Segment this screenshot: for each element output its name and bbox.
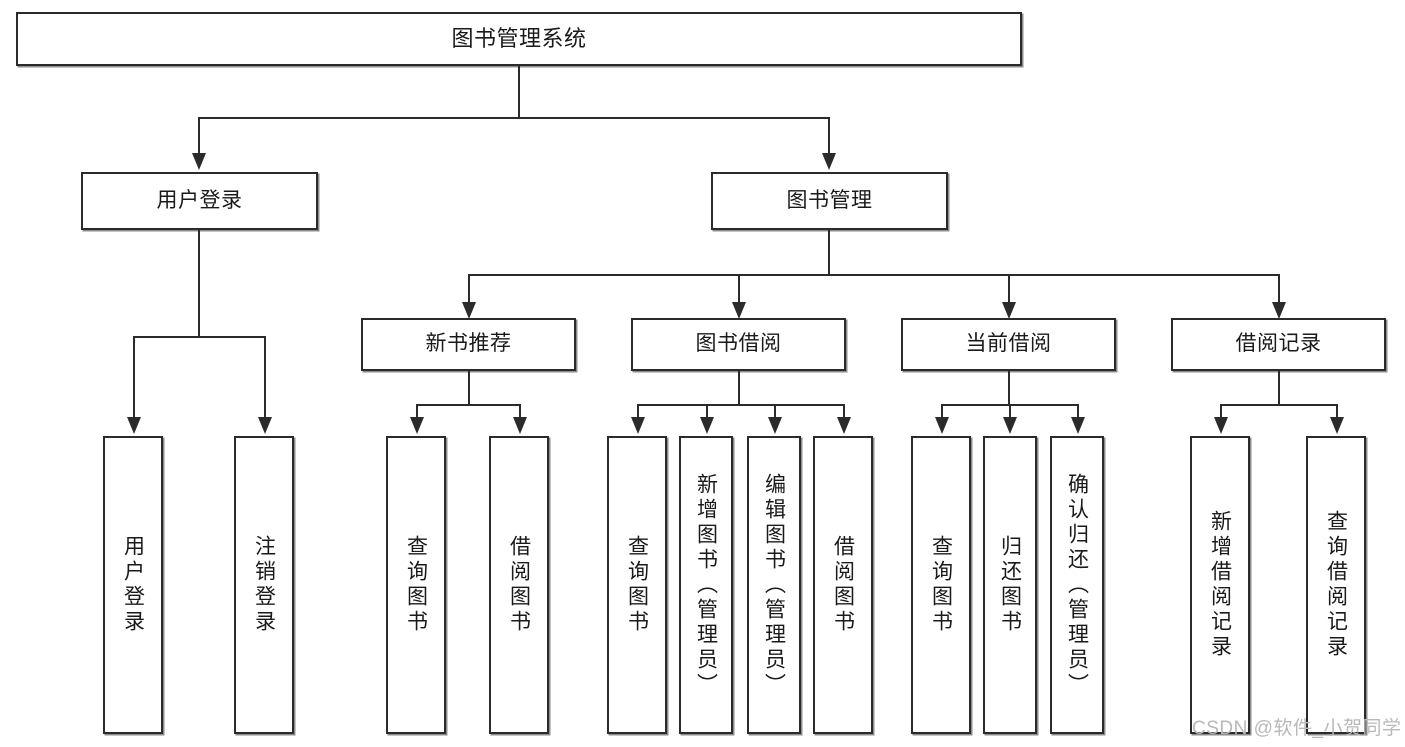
connector-new-book-drop-1 xyxy=(416,404,418,419)
connector-book-manage-bus xyxy=(468,274,1280,276)
connector-root-bus xyxy=(198,117,830,119)
node-borrow-record[interactable]: 借阅记录 xyxy=(1171,318,1386,371)
connector-borrow-record-stem xyxy=(1278,371,1280,405)
node-label: 确认归还（管理员） xyxy=(1065,472,1089,698)
node-label: 查询借阅记录 xyxy=(1324,510,1348,660)
connector-user-login-bus xyxy=(133,336,265,338)
node-label: 查询图书 xyxy=(929,535,953,635)
arrowhead-leaf-current-borrow-0 xyxy=(935,417,949,434)
node-label: 当前借阅 xyxy=(965,332,1052,356)
node-new-book-recommend[interactable]: 新书推荐 xyxy=(361,318,576,371)
arrowhead-to-book-borrow xyxy=(732,302,746,319)
node-label: 归还图书 xyxy=(998,535,1022,635)
node-label: 图书管理系统 xyxy=(451,26,587,52)
leaf-user-login-login[interactable]: 用户登录 xyxy=(103,436,163,734)
leaf-current-borrow-query[interactable]: 查询图书 xyxy=(911,436,971,734)
node-book-management[interactable]: 图书管理 xyxy=(711,172,948,230)
node-label: 借阅图书 xyxy=(507,535,531,635)
connector-book-manage-drop-1 xyxy=(468,274,470,304)
connector-borrow-record-drop-1 xyxy=(1220,404,1222,419)
leaf-new-book-borrow[interactable]: 借阅图书 xyxy=(489,436,549,734)
connector-book-manage-drop-2 xyxy=(738,274,740,304)
connector-book-borrow-bus xyxy=(637,404,845,406)
node-label: 查询图书 xyxy=(625,535,649,635)
connector-user-login-drop-1 xyxy=(133,336,135,419)
connector-book-borrow-drop-2 xyxy=(706,404,708,419)
arrowhead-leaf-borrow-record-1 xyxy=(1330,417,1344,434)
connector-book-borrow-drop-1 xyxy=(637,404,639,419)
arrowhead-leaf-book-borrow-1 xyxy=(700,417,714,434)
arrowhead-leaf-current-borrow-1 xyxy=(1003,417,1017,434)
leaf-borrow-record-query[interactable]: 查询借阅记录 xyxy=(1306,436,1366,734)
arrowhead-leaf-user-login-0 xyxy=(127,417,141,434)
connector-book-borrow-stem xyxy=(738,371,740,405)
arrowhead-leaf-book-borrow-0 xyxy=(631,417,645,434)
node-label: 用户登录 xyxy=(121,535,145,635)
connector-book-borrow-drop-3 xyxy=(774,404,776,419)
arrowhead-leaf-borrow-record-0 xyxy=(1214,417,1228,434)
connector-new-book-bus xyxy=(416,404,521,406)
connector-current-borrow-drop-1 xyxy=(941,404,943,419)
leaf-user-login-logout[interactable]: 注销登录 xyxy=(234,436,294,734)
connector-user-login-stem xyxy=(198,230,200,337)
leaf-book-borrow-query[interactable]: 查询图书 xyxy=(607,436,667,734)
node-label: 用户登录 xyxy=(156,188,243,212)
node-label: 借阅记录 xyxy=(1235,332,1322,356)
arrowhead-to-borrow-record xyxy=(1272,302,1286,319)
leaf-book-borrow-edit[interactable]: 编辑图书（管理员） xyxy=(747,436,801,734)
leaf-current-borrow-confirm[interactable]: 确认归还（管理员） xyxy=(1050,436,1104,734)
connector-borrow-record-bus xyxy=(1220,404,1338,406)
connector-current-borrow-stem xyxy=(1008,371,1010,405)
node-label: 图书借阅 xyxy=(695,332,782,356)
arrowhead-leaf-new-book-0 xyxy=(410,417,424,434)
node-root-system[interactable]: 图书管理系统 xyxy=(16,12,1022,66)
node-label: 编辑图书（管理员） xyxy=(762,472,786,698)
connector-book-manage-drop-4 xyxy=(1278,274,1280,304)
node-label: 查询图书 xyxy=(404,535,428,635)
node-current-borrow[interactable]: 当前借阅 xyxy=(901,318,1116,371)
node-label: 注销登录 xyxy=(252,535,276,635)
leaf-book-borrow-add[interactable]: 新增图书（管理员） xyxy=(679,436,733,734)
connector-new-book-drop-2 xyxy=(519,404,521,419)
connector-root-drop-1 xyxy=(198,117,200,155)
connector-root-stem xyxy=(518,66,520,118)
arrowhead-leaf-book-borrow-2 xyxy=(768,417,782,434)
node-user-login[interactable]: 用户登录 xyxy=(81,172,318,230)
connector-user-login-drop-2 xyxy=(264,336,266,419)
arrowhead-to-user-login xyxy=(192,153,206,170)
connector-new-book-stem xyxy=(468,371,470,405)
connector-book-borrow-drop-4 xyxy=(843,404,845,419)
node-label: 新增图书（管理员） xyxy=(694,472,718,698)
arrowhead-leaf-book-borrow-3 xyxy=(837,417,851,434)
node-label: 新增借阅记录 xyxy=(1208,510,1232,660)
arrowhead-to-book-manage xyxy=(822,153,836,170)
connector-book-manage-stem xyxy=(828,230,830,275)
node-label: 借阅图书 xyxy=(831,535,855,635)
connector-current-borrow-drop-3 xyxy=(1077,404,1079,419)
arrowhead-leaf-new-book-1 xyxy=(513,417,527,434)
node-book-borrow[interactable]: 图书借阅 xyxy=(631,318,846,371)
arrowhead-leaf-user-login-1 xyxy=(258,417,272,434)
leaf-new-book-query[interactable]: 查询图书 xyxy=(386,436,446,734)
node-label: 图书管理 xyxy=(786,188,873,212)
node-label: 新书推荐 xyxy=(425,332,512,356)
connector-root-drop-2 xyxy=(828,117,830,155)
arrowhead-leaf-current-borrow-2 xyxy=(1071,417,1085,434)
leaf-book-borrow-borrow[interactable]: 借阅图书 xyxy=(813,436,873,734)
connector-book-manage-drop-3 xyxy=(1008,274,1010,304)
leaf-current-borrow-return[interactable]: 归还图书 xyxy=(983,436,1037,734)
arrowhead-to-current-borrow xyxy=(1002,302,1016,319)
connector-borrow-record-drop-2 xyxy=(1336,404,1338,419)
connector-current-borrow-drop-2 xyxy=(1009,404,1011,419)
arrowhead-to-new-book xyxy=(462,302,476,319)
leaf-borrow-record-add[interactable]: 新增借阅记录 xyxy=(1190,436,1250,734)
